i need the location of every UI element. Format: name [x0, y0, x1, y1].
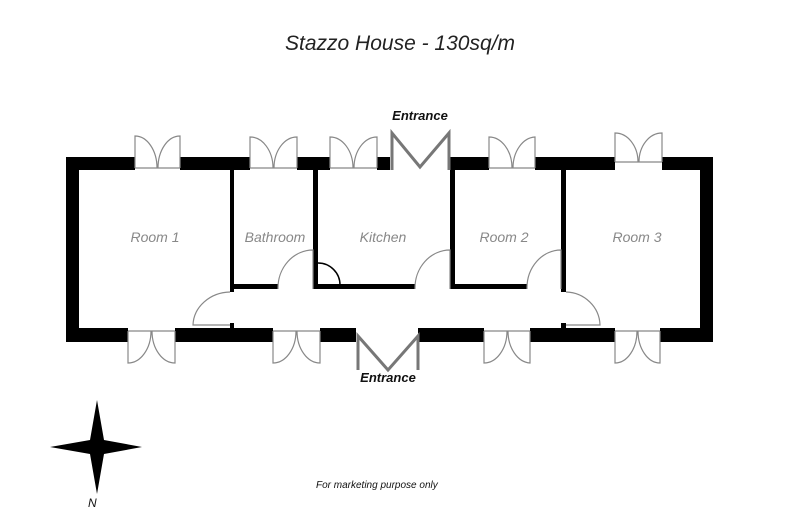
compass-icon — [50, 400, 142, 494]
walls — [66, 157, 713, 342]
marketing-note: For marketing purpose only — [316, 480, 438, 491]
compass-north-label: N — [88, 496, 97, 510]
entrance-doors — [356, 128, 451, 373]
room-label-bathroom: Bathroom — [244, 229, 306, 245]
room-label-room-1: Room 1 — [130, 229, 180, 245]
plan-title: Stazzo House - 130sq/m — [285, 32, 515, 55]
entrance-label-top: Entrance — [392, 108, 448, 123]
room-label-room-2: Room 2 — [479, 229, 529, 245]
windows — [127, 132, 663, 364]
kitchen-door-swing — [317, 262, 341, 286]
room-label-kitchen: Kitchen — [359, 229, 407, 245]
room-label-room-3: Room 3 — [612, 229, 662, 245]
entrance-label-bottom: Entrance — [360, 370, 416, 385]
